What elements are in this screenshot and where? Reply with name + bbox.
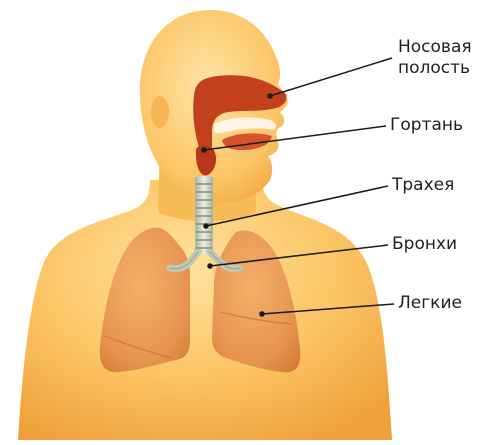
label-lungs: Легкие	[398, 293, 462, 314]
label-bronchi: Бронхи	[392, 234, 457, 255]
label-nasal-cavity: Носовая полость	[398, 37, 472, 79]
label-trachea: Трахея	[392, 175, 454, 196]
leader-trachea-dot	[204, 224, 208, 228]
trachea	[195, 176, 213, 254]
label-larynx: Гортань	[390, 115, 463, 136]
leader-lungs-dot	[260, 312, 264, 316]
label-nasal-cavity-line2: полость	[398, 58, 472, 79]
ear	[151, 96, 169, 128]
leader-bronchi-dot	[208, 264, 212, 268]
leader-nasal-dot	[268, 94, 272, 98]
label-nasal-cavity-line1: Носовая	[398, 37, 472, 58]
leader-nasal-cavity	[270, 58, 392, 96]
leader-larynx-dot	[202, 148, 206, 152]
